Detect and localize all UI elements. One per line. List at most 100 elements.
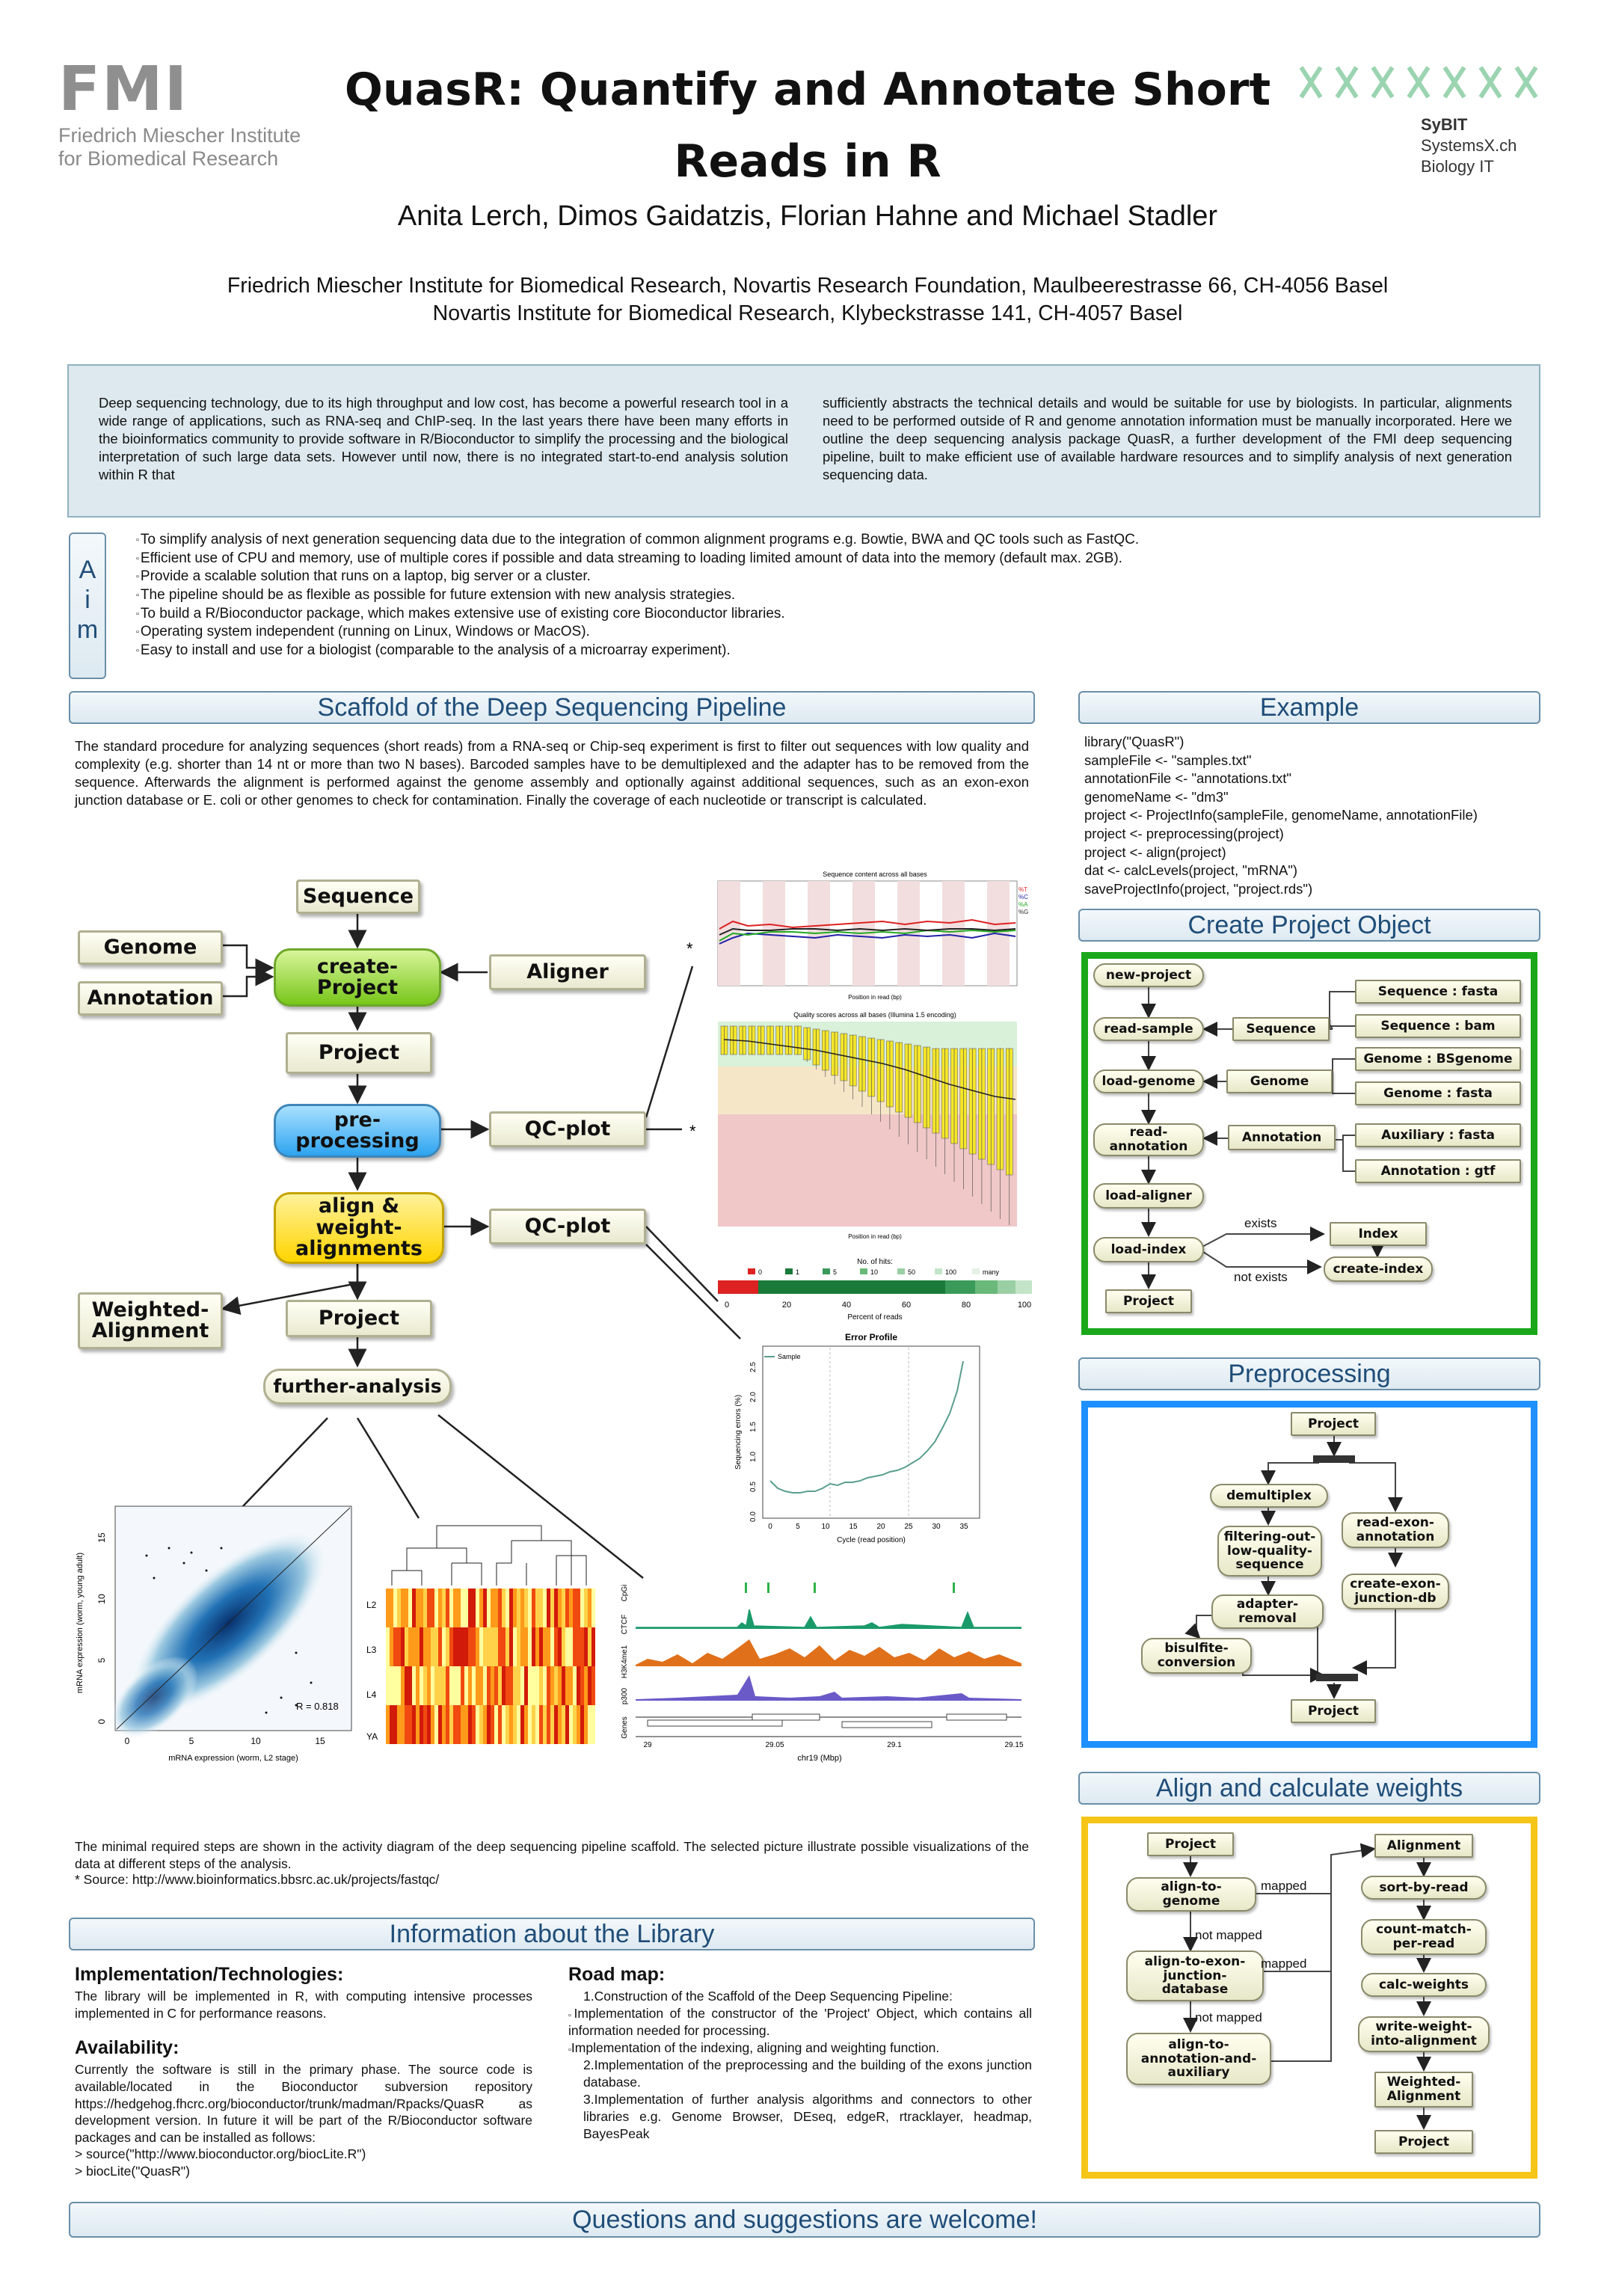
- heatmap-cell: [535, 1589, 539, 1627]
- create-seq-fasta[interactable]: Sequence : fasta: [1355, 980, 1521, 1004]
- heatmap-cell: [494, 1627, 498, 1666]
- heatmap-cell: [584, 1705, 588, 1744]
- align-to-exon[interactable]: align-to-exon- junction- database: [1126, 1950, 1264, 2001]
- heatmap-cell: [517, 1589, 520, 1627]
- heatmap-cell: [543, 1589, 547, 1627]
- create-index-obj[interactable]: Index: [1330, 1222, 1427, 1246]
- create-create-index[interactable]: create-index: [1324, 1256, 1433, 1282]
- heatmap-cell: [588, 1705, 592, 1744]
- heatmap-cell: [468, 1705, 472, 1744]
- create-genome-bs[interactable]: Genome : BSgenome: [1355, 1047, 1521, 1071]
- preproc-bisulfite[interactable]: bisulfite- conversion: [1141, 1638, 1252, 1674]
- fmi-logo-mark: FMI: [58, 54, 189, 125]
- error-profile-plot: Error Profile Sample 0 5 10 15 20 25 30 …: [734, 1332, 980, 1544]
- preproc-project-bottom[interactable]: Project: [1291, 1699, 1376, 1723]
- create-ann-gtf[interactable]: Annotation : gtf: [1355, 1159, 1521, 1183]
- heatmap-cell: [569, 1589, 573, 1627]
- heat-row: L2: [366, 1600, 377, 1610]
- create-read-annotation[interactable]: read- annotation: [1093, 1123, 1204, 1156]
- create-load-index[interactable]: load-index: [1093, 1237, 1204, 1262]
- track-label: CpGi: [621, 1585, 629, 1602]
- heatmap-cell: [580, 1666, 584, 1705]
- road-title: Road map:: [568, 1964, 666, 1985]
- scatter-ylabel: mRNA expression (worm, young adult): [76, 1553, 85, 1693]
- align-write-weight[interactable]: write-weight- into-alignment: [1358, 2016, 1490, 2052]
- heatmap-cell: [569, 1666, 573, 1705]
- scaffold-weighted-alignment[interactable]: Weighted- Alignment: [78, 1292, 223, 1349]
- heatmap-cell: [479, 1666, 483, 1705]
- preproc-filtering[interactable]: filtering-out- low-quality- sequence: [1217, 1526, 1322, 1577]
- create-load-aligner[interactable]: load-aligner: [1093, 1183, 1204, 1209]
- scaffold-sequence[interactable]: Sequence: [296, 880, 420, 914]
- align-project-in[interactable]: Project: [1147, 1832, 1234, 1856]
- heatmap-cell: [449, 1705, 453, 1744]
- create-new-project[interactable]: new-project: [1093, 963, 1204, 987]
- code-line: dat <- calcLevels(project, "mRNA"): [1084, 862, 1298, 879]
- heatmap-cell: [506, 1666, 509, 1705]
- preproc-demultiplex[interactable]: demultiplex: [1210, 1484, 1328, 1508]
- heatmap-cell: [464, 1589, 468, 1627]
- scaffold-annotation[interactable]: Annotation: [78, 981, 223, 1016]
- heatmap-cell: [453, 1666, 457, 1705]
- scaffold-project-2[interactable]: Project: [286, 1300, 432, 1337]
- heatmap-cell: [554, 1589, 558, 1627]
- heatmap-cell: [543, 1627, 547, 1666]
- preproc-project-top[interactable]: Project: [1291, 1412, 1376, 1436]
- scaffold-project-1[interactable]: Project: [286, 1032, 432, 1074]
- heatmap-cell: [577, 1627, 580, 1666]
- genome-tracks-plot: CpGi CTCF H3K4me1 p300 Genes 29 29.05 29…: [621, 1583, 1024, 1763]
- track-label: H3K4me1: [621, 1645, 629, 1678]
- align-count-match[interactable]: count-match- per-read: [1361, 1919, 1487, 1955]
- heatmap-cell: [461, 1705, 464, 1744]
- heatmap-cell: [397, 1666, 401, 1705]
- heatmap-cell: [386, 1589, 390, 1627]
- align-to-annotation[interactable]: align-to- annotation-and- auxiliary: [1126, 2033, 1271, 2085]
- heatmap-cell: [569, 1705, 573, 1744]
- scaffold-preprocessing[interactable]: pre- processing: [274, 1104, 441, 1158]
- heatmap-cell: [427, 1705, 431, 1744]
- scaffold-genome[interactable]: Genome: [78, 930, 223, 965]
- preproc-adapter[interactable]: adapter- removal: [1211, 1594, 1324, 1629]
- align-to-genome[interactable]: align-to- genome: [1126, 1877, 1256, 1912]
- heatmap-cell: [464, 1627, 468, 1666]
- heatmap-cell: [539, 1666, 543, 1705]
- scaffold-further-analysis[interactable]: further-analysis: [263, 1369, 452, 1405]
- create-read-sample[interactable]: read-sample: [1093, 1017, 1204, 1041]
- fmi-institute-line2: for Biomedical Research: [58, 147, 279, 170]
- scaffold-aligner[interactable]: Aligner: [489, 954, 646, 990]
- create-seq-bam[interactable]: Sequence : bam: [1355, 1014, 1521, 1038]
- create-annotation-obj[interactable]: Annotation: [1228, 1125, 1336, 1150]
- scaffold-qcplot-2[interactable]: QC-plot: [489, 1209, 646, 1244]
- sybit-chain-icon: [1299, 66, 1538, 99]
- aim-item: Operating system independent (running on…: [136, 623, 1542, 642]
- preproc-create-exon[interactable]: create-exon- junction-db: [1342, 1574, 1449, 1609]
- create-load-genome[interactable]: load-genome: [1093, 1069, 1204, 1093]
- align-calc-weights[interactable]: calc-weights: [1361, 1973, 1487, 1997]
- create-aux-fasta[interactable]: Auxiliary : fasta: [1355, 1123, 1521, 1147]
- heatmap-cell: [498, 1666, 502, 1705]
- code-line: saveProjectInfo(project, "project.rds"): [1084, 880, 1313, 897]
- align-sort-by-read[interactable]: sort-by-read: [1361, 1876, 1487, 1900]
- heatmap-cell: [573, 1627, 577, 1666]
- heatmap-cell: [438, 1627, 442, 1666]
- create-genome-obj[interactable]: Genome: [1226, 1069, 1333, 1093]
- create-genome-fasta[interactable]: Genome : fasta: [1355, 1081, 1521, 1105]
- create-project-out[interactable]: Project: [1105, 1289, 1192, 1313]
- code-line: genomeName <- "dm3": [1084, 788, 1229, 805]
- align-project-out[interactable]: Project: [1374, 2130, 1473, 2154]
- heatmap-cell: [390, 1666, 393, 1705]
- heatmap-cell: [390, 1705, 393, 1744]
- create-edge-not-exists: not exists: [1234, 1270, 1288, 1284]
- heatmap-cell: [393, 1627, 397, 1666]
- preproc-read-exon[interactable]: read-exon- annotation: [1342, 1512, 1449, 1548]
- heatmap-cell: [464, 1666, 468, 1705]
- align-weighted-alignment[interactable]: Weighted- Alignment: [1374, 2072, 1473, 2108]
- align-alignment[interactable]: Alignment: [1374, 1834, 1473, 1858]
- scaffold-create-project[interactable]: create- Project: [274, 948, 441, 1007]
- scaffold-align-weight[interactable]: align & weight- alignments: [274, 1192, 444, 1264]
- scaffold-qcplot-1[interactable]: QC-plot: [489, 1111, 646, 1147]
- create-sequence-obj[interactable]: Sequence: [1232, 1017, 1330, 1041]
- heatmap-cell: [476, 1589, 479, 1627]
- heatmap-cell: [539, 1705, 543, 1744]
